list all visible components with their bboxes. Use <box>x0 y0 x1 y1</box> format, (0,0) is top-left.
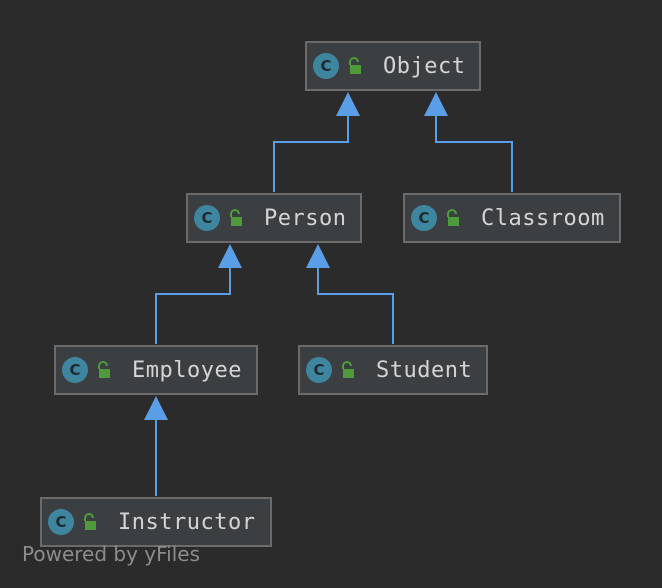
class-c-icon: C <box>313 53 339 79</box>
public-lock-icon <box>228 209 244 227</box>
public-lock-icon <box>96 361 112 379</box>
class-node-person[interactable]: C Person <box>186 193 362 243</box>
public-lock-icon <box>82 513 98 531</box>
public-lock-icon <box>445 209 461 227</box>
class-name-label: Classroom <box>481 205 605 231</box>
public-lock-icon <box>340 361 356 379</box>
class-name-label: Object <box>383 53 466 79</box>
class-name-label: Person <box>264 205 347 231</box>
class-node-instructor[interactable]: C Instructor <box>40 497 272 547</box>
class-node-employee[interactable]: C Employee <box>54 345 258 395</box>
arrowhead-classroom-object <box>424 92 448 116</box>
arrowhead-student-person <box>306 244 330 268</box>
class-c-icon: C <box>194 205 220 231</box>
class-node-classroom[interactable]: C Classroom <box>403 193 621 243</box>
class-name-label: Instructor <box>118 509 256 535</box>
class-c-icon: C <box>48 509 74 535</box>
arrowhead-instructor-employee <box>144 396 168 420</box>
edge-classroom-object <box>435 116 513 192</box>
class-name-label: Employee <box>132 357 242 383</box>
edge-employee-person <box>155 268 231 344</box>
class-c-icon: C <box>62 357 88 383</box>
edge-student-person <box>317 268 394 344</box>
class-node-object[interactable]: C Object <box>305 41 481 91</box>
class-name-label: Student <box>376 357 473 383</box>
yfiles-watermark: Powered by yFiles <box>22 542 200 566</box>
arrowhead-person-object <box>336 92 360 116</box>
edge-person-object <box>273 116 349 192</box>
class-c-icon: C <box>306 357 332 383</box>
class-c-icon: C <box>411 205 437 231</box>
public-lock-icon <box>347 57 363 75</box>
class-node-student[interactable]: C Student <box>298 345 488 395</box>
arrowhead-employee-person <box>218 244 242 268</box>
